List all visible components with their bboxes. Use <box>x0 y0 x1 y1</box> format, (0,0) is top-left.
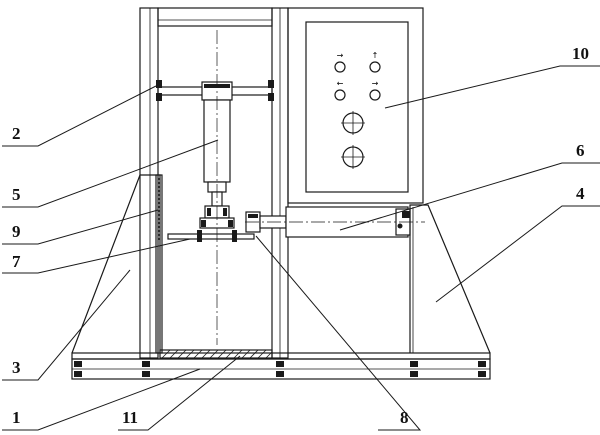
right-clamp <box>268 80 274 88</box>
button-4[interactable] <box>369 89 381 101</box>
plate <box>167 233 255 240</box>
callout-5: 5 <box>12 185 21 204</box>
callout-1: 1 <box>12 408 21 427</box>
main-frame <box>139 7 289 359</box>
left-support <box>71 174 163 354</box>
left-support-outline <box>71 174 161 354</box>
callout-4: 4 <box>576 184 585 203</box>
control-cabinet: → ↑ ← → <box>287 7 424 204</box>
right-support-outline <box>409 204 491 354</box>
base-pad <box>159 349 273 359</box>
knob-2[interactable] <box>341 145 365 169</box>
control-panel <box>305 21 409 193</box>
callout-11: 11 <box>122 408 138 427</box>
specimen-plate <box>167 230 255 242</box>
guard-plate <box>155 174 163 354</box>
callout-labels: 2 5 9 7 3 1 11 8 10 6 4 <box>12 44 589 427</box>
callout-7: 7 <box>12 252 21 271</box>
top-beam <box>157 7 273 27</box>
callout-3: 3 <box>12 358 21 377</box>
left-clamp <box>156 80 162 88</box>
base <box>71 349 491 380</box>
button-2[interactable] <box>369 61 381 73</box>
leader-lines <box>2 65 600 431</box>
horizontal-cylinder <box>245 206 425 238</box>
button-3[interactable] <box>334 89 346 101</box>
left-column <box>139 7 159 359</box>
arrow-left-label: ← <box>337 79 344 88</box>
arrow-right-label-2: → <box>372 79 379 88</box>
right-support <box>409 204 491 354</box>
callout-8: 8 <box>400 408 409 427</box>
knob-1[interactable] <box>341 111 365 135</box>
callout-6: 6 <box>576 141 585 160</box>
cabinet-frame <box>287 7 424 204</box>
callout-9: 9 <box>12 222 21 241</box>
callout-10: 10 <box>572 44 589 63</box>
callout-2: 2 <box>12 124 21 143</box>
arrow-right-label: → <box>337 51 344 60</box>
arrow-up-label: ↑ <box>372 51 379 60</box>
button-1[interactable] <box>334 61 346 73</box>
